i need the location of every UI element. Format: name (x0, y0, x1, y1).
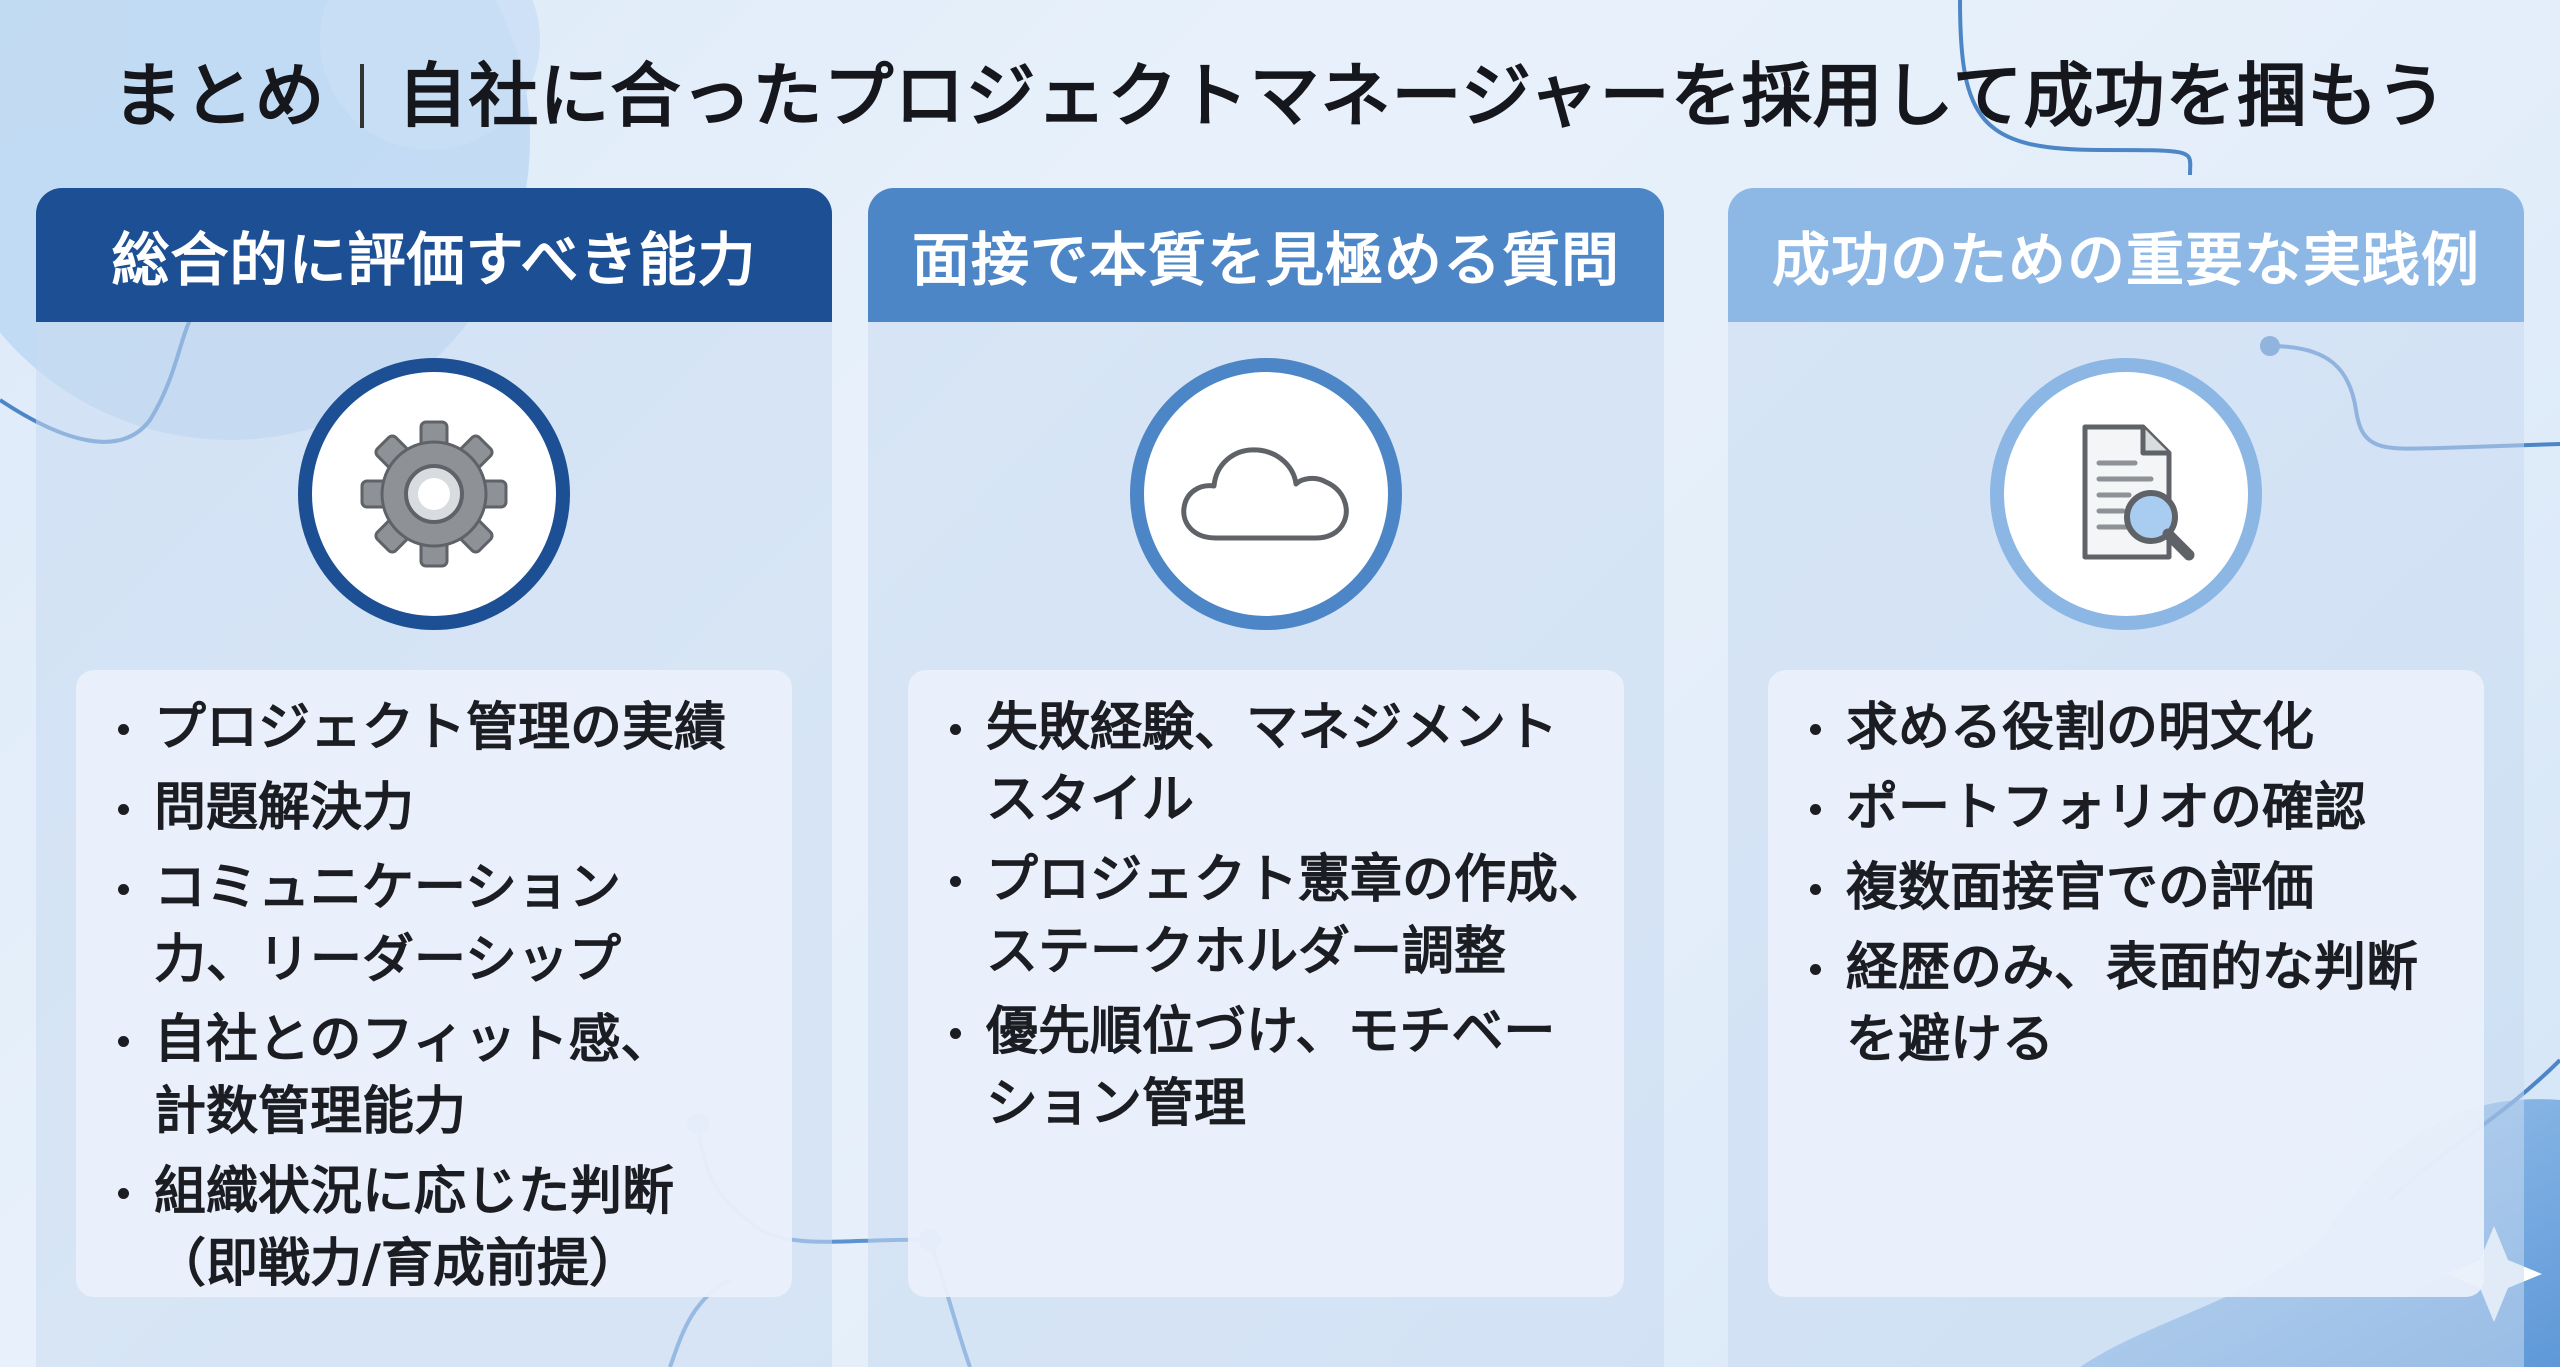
list-box: 失敗経験、マネジメントスタイル プロジェクト憲章の作成、ステークホルダー調整 優… (908, 670, 1624, 1297)
list-item: 組織状況に応じた判断（即戦力/育成前提） (116, 1156, 734, 1300)
icon-badge (298, 358, 570, 630)
list-item: プロジェクト管理の実績 (116, 692, 764, 764)
bullet-list: プロジェクト管理の実績 問題解決力 コミュニケーション力、リーダーシップ 自社と… (116, 692, 764, 1300)
page-title: まとめ自社に合ったプロジェクトマネージャーを採用して成功を掴もう (0, 40, 2560, 141)
cloud-icon (1181, 447, 1349, 541)
card-interview-questions: 面接で本質を見極める質問 失敗経験、マネジメントスタイル プロジェクト憲章の作成… (868, 188, 1664, 1367)
document-search-icon (2082, 424, 2195, 561)
card-best-practices: 成功のための重要な実践例 求める役割の明文化 ポートフォリオの確認 複数面接官で… (1728, 188, 2524, 1367)
card-header: 成功のための重要な実践例 (1728, 188, 2524, 322)
title-divider (359, 63, 364, 128)
title-main: 自社に合ったプロジェクトマネージャーを採用して成功を掴もう (397, 55, 2448, 137)
list-item: 問題解決力 (116, 772, 764, 844)
list-item: 複数面接官での評価 (1808, 852, 2456, 924)
bullet-list: 失敗経験、マネジメントスタイル プロジェクト憲章の作成、ステークホルダー調整 優… (948, 692, 1610, 1140)
card-header: 総合的に評価すべき能力 (36, 188, 832, 322)
list-item: 優先順位づけ、モチベーション管理 (948, 996, 1586, 1140)
list-item: コミュニケーション力、リーダーシップ (116, 852, 714, 996)
card-header: 面接で本質を見極める質問 (868, 188, 1664, 322)
list-item: ポートフォリオの確認 (1808, 772, 2456, 844)
card-evaluation-skills: 総合的に評価すべき能力 プロジェクト管理の実績 問題解決力 コミュニケーション力… (36, 188, 832, 1367)
list-item: 経歴のみ、表面的な判断を避ける (1808, 932, 2446, 1076)
gear-icon (360, 420, 508, 568)
list-item: 失敗経験、マネジメントスタイル (948, 692, 1586, 836)
list-item: 求める役割の明文化 (1808, 692, 2456, 764)
bullet-list: 求める役割の明文化 ポートフォリオの確認 複数面接官での評価 経歴のみ、表面的な… (1808, 692, 2456, 1076)
list-box: プロジェクト管理の実績 問題解決力 コミュニケーション力、リーダーシップ 自社と… (76, 670, 792, 1297)
icon-badge (1990, 358, 2262, 630)
list-item: プロジェクト憲章の作成、ステークホルダー調整 (948, 844, 1626, 988)
icon-badge (1130, 358, 1402, 630)
list-box: 求める役割の明文化 ポートフォリオの確認 複数面接官での評価 経歴のみ、表面的な… (1768, 670, 2484, 1297)
list-item: 自社とのフィット感、計数管理能力 (116, 1004, 714, 1148)
title-prefix: まとめ (112, 55, 326, 137)
